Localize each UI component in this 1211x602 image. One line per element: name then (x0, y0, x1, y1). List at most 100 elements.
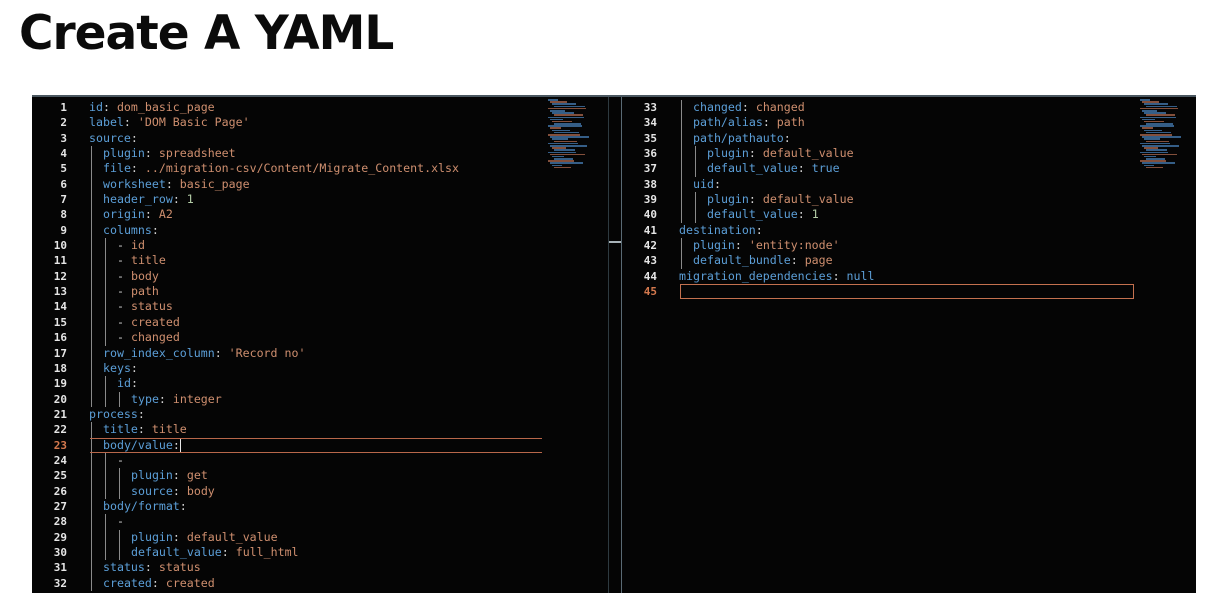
minimap-line (552, 129, 570, 132)
line-number: 16 (53, 331, 67, 345)
yaml-key: default_bundle (693, 253, 791, 268)
code-line[interactable]: 10- id (32, 238, 608, 254)
list-dash: - (117, 314, 131, 329)
yaml-key: source (131, 483, 173, 498)
indent-guide (105, 314, 106, 331)
indent-guide (681, 115, 682, 131)
colon: : (748, 192, 756, 207)
minimap-line (1144, 120, 1164, 123)
space (805, 161, 812, 175)
code-line[interactable]: 28- (32, 514, 608, 530)
colon: : (130, 161, 138, 176)
minimap-line (548, 160, 574, 162)
yaml-key: status (103, 560, 145, 575)
indent-guide (91, 146, 92, 162)
minimap-line (1146, 123, 1173, 125)
code-line[interactable]: 15- created (32, 314, 608, 331)
code-line[interactable]: 24- (32, 452, 608, 469)
code-text: uid: (693, 177, 721, 192)
list-dash: - (117, 268, 131, 283)
colon: : (144, 207, 152, 222)
code-line[interactable]: 45 (622, 284, 1196, 300)
indent-guide (695, 146, 696, 162)
code-line[interactable]: 14- status (32, 299, 608, 315)
scrollbar-left[interactable] (608, 97, 622, 593)
space (145, 422, 152, 436)
minimap-line (552, 147, 566, 149)
yaml-value: dom_basic_page (116, 100, 215, 114)
indent-guide (105, 529, 106, 545)
list-item-value: created (130, 314, 180, 329)
indent-guide (105, 514, 106, 530)
yaml-value: default_value (762, 192, 854, 207)
indent-guide (91, 498, 92, 515)
minimap-line (552, 155, 564, 158)
space (742, 238, 749, 252)
minimap-line (548, 125, 582, 127)
yaml-value: 'DOM Basic Page' (137, 115, 250, 130)
line-number: 28 (53, 515, 67, 529)
space (770, 115, 777, 129)
minimap-left[interactable] (548, 99, 606, 171)
scrollbar-thumb[interactable] (609, 241, 621, 243)
line-number: 27 (53, 499, 67, 513)
minimap-right[interactable] (1140, 99, 1196, 171)
indent-guide (91, 483, 92, 499)
minimap-line (1140, 134, 1172, 136)
pane-divider[interactable] (621, 97, 622, 593)
line-number: 39 (643, 193, 657, 207)
minimap-line (554, 131, 579, 134)
indent-guide (91, 514, 92, 530)
indent-guide (105, 284, 106, 300)
minimap-line (1146, 114, 1175, 116)
yaml-value: page (804, 253, 833, 268)
line-number: 25 (53, 469, 67, 483)
code-line[interactable]: 12- body (32, 268, 608, 285)
code-line[interactable]: 13- path (32, 284, 608, 300)
line-number: 6 (60, 177, 67, 191)
code-line[interactable]: 16- changed (32, 330, 608, 346)
code-line[interactable]: 11- title (32, 253, 608, 269)
indent-guide (105, 391, 106, 407)
